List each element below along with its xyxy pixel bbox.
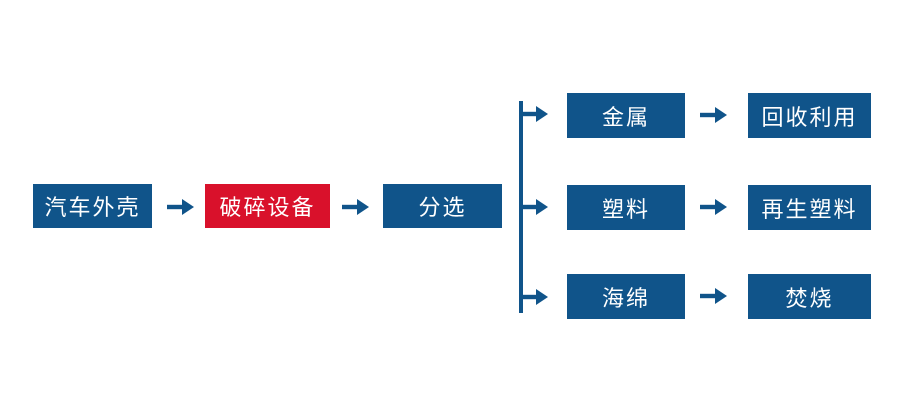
- arrow-right-icon: [342, 198, 369, 216]
- arrow-right-icon: [700, 287, 727, 305]
- node-crushing-equipment: 破碎设备: [205, 184, 330, 228]
- node-sponge: 海绵: [567, 274, 685, 319]
- arrow-right-icon: [521, 288, 548, 306]
- node-incineration: 焚烧: [748, 274, 871, 319]
- arrow-right-icon: [521, 198, 548, 216]
- node-recycling-reuse: 回收利用: [748, 93, 871, 138]
- arrow-right-icon: [167, 198, 194, 216]
- node-sorting: 分选: [383, 184, 502, 228]
- node-car-shell: 汽车外壳: [33, 184, 152, 228]
- node-recycled-plastic: 再生塑料: [748, 185, 871, 230]
- arrow-right-icon: [700, 106, 727, 124]
- arrow-right-icon: [521, 105, 548, 123]
- node-plastic: 塑料: [567, 185, 685, 230]
- node-metal: 金属: [567, 93, 685, 138]
- arrow-right-icon: [700, 198, 727, 216]
